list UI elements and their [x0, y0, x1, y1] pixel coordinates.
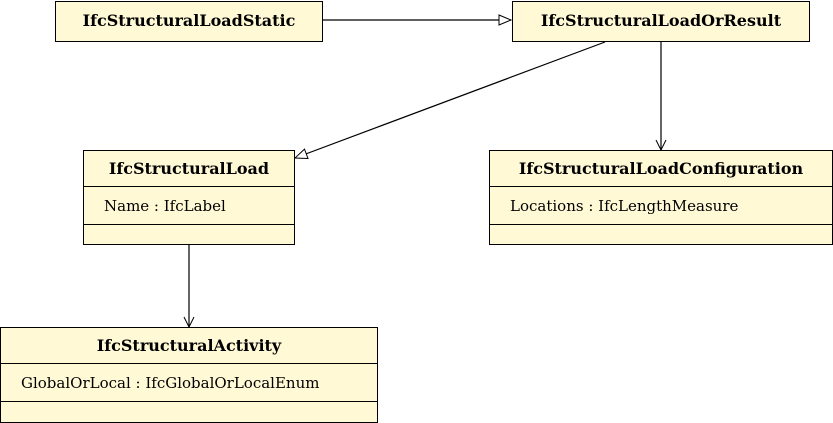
operation-compartment: [490, 225, 832, 241]
attribute-global-or-local-label: GlobalOrLocal : IfcGlobalOrLocalEnum: [21, 374, 320, 392]
attribute-compartment: GlobalOrLocal : IfcGlobalOrLocalEnum: [1, 364, 377, 402]
class-name: IfcStructuralLoadOrResult: [540, 11, 782, 30]
attribute-compartment: Locations : IfcLengthMeasure: [490, 187, 832, 225]
operation-compartment: [84, 225, 294, 241]
attribute-name-label: Name : IfcLabel: [104, 197, 226, 215]
class-ifc-structural-load-or-result[interactable]: IfcStructuralLoadOrResult: [512, 1, 810, 42]
class-name: IfcStructuralActivity: [1, 328, 377, 364]
attribute-locations-label: Locations : IfcLengthMeasure: [510, 197, 739, 215]
generalization-load-to-load-or-result: [295, 41, 606, 158]
class-ifc-structural-activity[interactable]: IfcStructuralActivity GlobalOrLocal : If…: [0, 327, 378, 423]
class-ifc-structural-load-configuration[interactable]: IfcStructuralLoadConfiguration Locations…: [489, 150, 833, 245]
attribute-compartment: Name : IfcLabel: [84, 187, 294, 225]
class-ifc-structural-load-static[interactable]: IfcStructuralLoadStatic: [55, 1, 323, 42]
class-name: IfcStructuralLoad: [84, 151, 294, 187]
class-name: IfcStructuralLoadStatic: [82, 11, 296, 30]
operation-compartment: [1, 402, 377, 418]
class-ifc-structural-load[interactable]: IfcStructuralLoad Name : IfcLabel: [83, 150, 295, 245]
class-name: IfcStructuralLoadConfiguration: [490, 151, 832, 187]
